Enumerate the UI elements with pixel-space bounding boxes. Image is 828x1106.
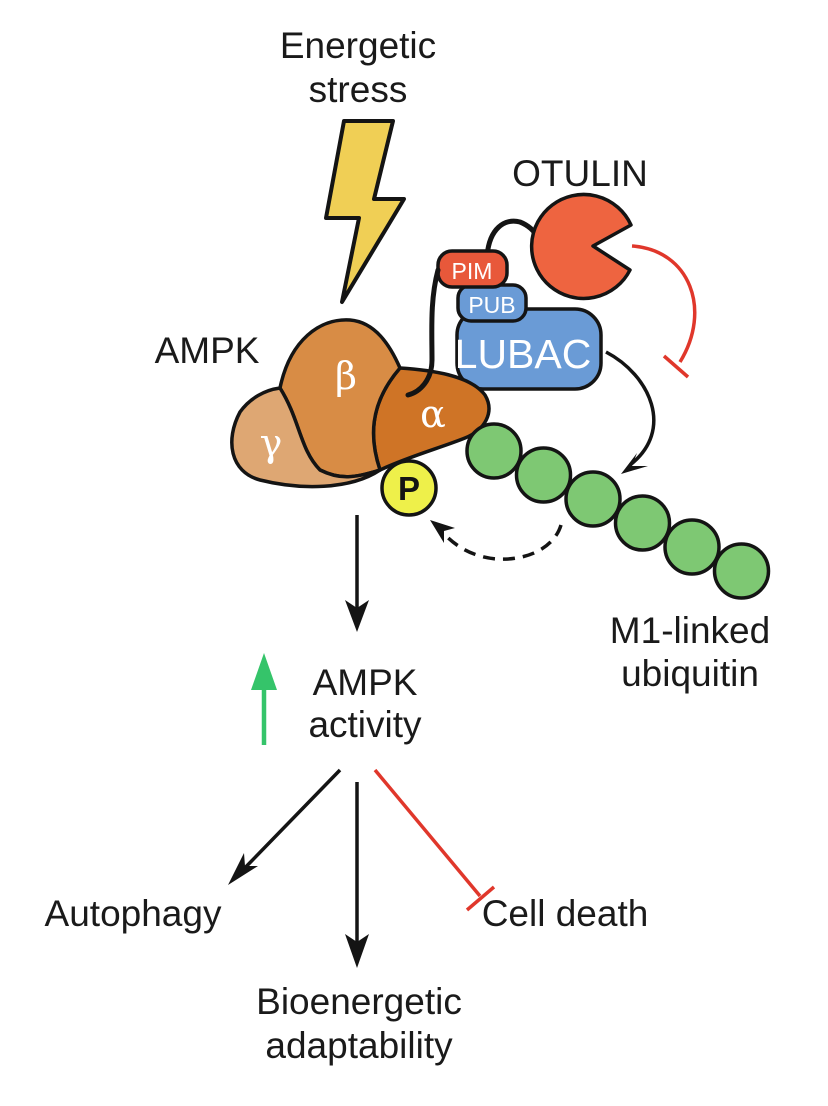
beta-label: β (335, 354, 357, 398)
alpha-label: α (420, 392, 446, 436)
to-cell-death-inhibit-line (373, 768, 482, 898)
ubiquitin-bead (564, 470, 622, 528)
lubac-arrowhead (621, 453, 648, 474)
lubac-complex (455, 307, 603, 391)
phospho-arrowhead (430, 520, 455, 543)
otulin-inhibition-bar (662, 354, 690, 379)
phospho-label: P (398, 470, 420, 507)
bioenergetic-label-line2: adaptability (265, 1025, 453, 1066)
ubiquitin-label-line2: ubiquitin (621, 653, 759, 694)
otulin-enzyme (529, 192, 633, 301)
cell-death-label: Cell death (482, 893, 649, 934)
ampk-complex: β γ α (230, 318, 491, 489)
lubac-to-ubiquitin-arrow (605, 350, 656, 467)
cell-death-inhibit-bar (465, 885, 496, 912)
bioenergetic-label-line1: Bioenergetic (256, 981, 462, 1022)
ubiquitin-to-phospho-arrow (438, 524, 563, 561)
autophagy-label: Autophagy (45, 893, 222, 934)
pim-label: PIM (452, 258, 493, 284)
ampk-to-activity-arrowhead (345, 600, 369, 632)
m1-ubiquitin-chain (465, 422, 771, 600)
pub-label: PUB (468, 292, 515, 318)
ubiquitin-bead (663, 518, 721, 576)
stress-label-line1: Energetic (280, 25, 436, 66)
activity-label-line2: activity (308, 704, 422, 745)
activity-label-line1: AMPK (313, 662, 418, 703)
lightning-bolt-icon (324, 119, 406, 304)
lubac-tether (405, 267, 441, 398)
ubiquitin-bead (613, 494, 672, 552)
ampk-gamma-subunit (230, 386, 382, 489)
otulin-inhibition-curve (631, 244, 697, 363)
ampk-label: AMPK (155, 330, 260, 371)
ubiquitin-label-line1: M1-linked (610, 610, 770, 651)
gamma-label: γ (260, 421, 283, 465)
autophagy-arrowhead (228, 853, 258, 885)
otulin-label: OTULIN (512, 153, 648, 194)
ubiquitin-bead (465, 422, 523, 480)
phospho-group (380, 459, 438, 517)
increase-arrow-icon (251, 653, 277, 690)
bioenergetic-arrowhead (345, 934, 369, 968)
to-autophagy-line (234, 768, 342, 879)
lubac-label: LUBAC (455, 331, 592, 377)
ubiquitin-bead (514, 446, 573, 504)
stress-label-line2: stress (309, 69, 408, 110)
ubiquitin-bead (712, 542, 771, 600)
